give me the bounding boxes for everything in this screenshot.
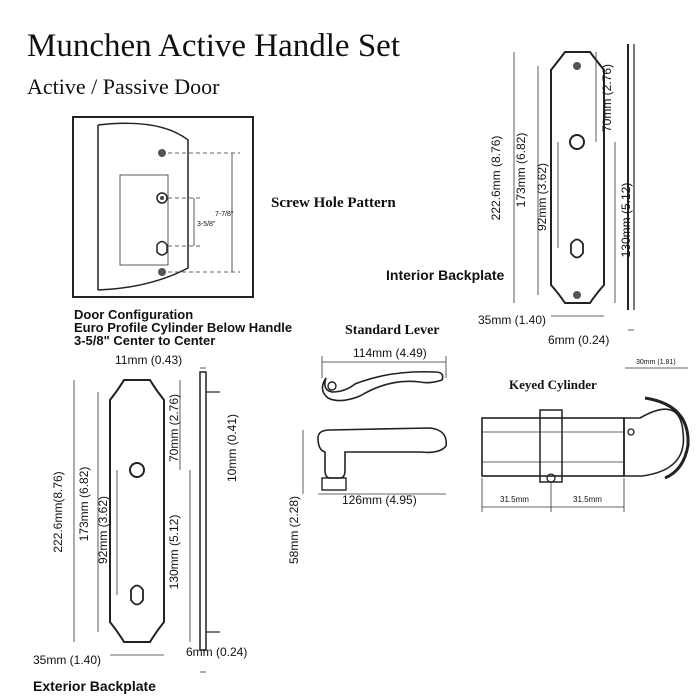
interior-hole-span: 173mm (6.82): [514, 133, 528, 208]
screw-hole-pattern-frame: [72, 116, 254, 298]
lever-top-length: 114mm (4.49): [353, 346, 427, 360]
lever-top-view-hub: [327, 381, 337, 391]
door-cutout-outline: [119, 174, 169, 266]
lever-side-length: 126mm (4.95): [342, 493, 417, 507]
interior-bottom-screw: [573, 291, 581, 299]
exterior-total-height: 222.6mm(8.76): [51, 471, 65, 552]
exterior-top-thickness: 11mm (0.43): [115, 353, 182, 367]
cylinder-left-size: 31.5mm: [500, 495, 529, 504]
thumbturn-edge: [644, 396, 690, 480]
interior-plate-outline: [550, 51, 605, 304]
screw-dim-outer: 7-7/8": [215, 211, 234, 218]
cylinder-right-size: 31.5mm: [573, 495, 602, 504]
keyed-cylinder-drawing: [481, 367, 690, 512]
interior-total-height: 222.6mm (8.76): [489, 136, 503, 221]
cylinder-pin: [627, 428, 635, 436]
door-config-line2: Euro Profile Cylinder Below Handle: [74, 320, 292, 335]
thumbturn: [623, 408, 685, 477]
door-config-line3: 3-5/8" Center to Center: [74, 333, 215, 348]
interior-spindle-hole: [569, 134, 585, 150]
exterior-cylinder-offset: 92mm (3.62): [96, 496, 110, 564]
interior-top-screw: [573, 62, 581, 70]
lower-screw-hole: [158, 268, 166, 276]
exterior-top-to-spindle: 70mm (2.76): [167, 394, 181, 462]
lever-side-view-outline: [317, 427, 447, 479]
exterior-spindle-to-bottom: 130mm (5.12): [167, 515, 181, 590]
page-subtitle: Active / Passive Door: [27, 74, 220, 99]
interior-thickness: 6mm (0.24): [548, 333, 609, 347]
cylinder-cam: [539, 409, 563, 483]
interior-cylinder-offset: 92mm (3.62): [535, 163, 549, 231]
interior-spindle-to-bottom: 130mm (5.12): [619, 183, 633, 258]
exterior-side-tab: 10mm (0.41): [225, 414, 239, 482]
interior-top-to-spindle: 70mm (2.76): [600, 64, 614, 132]
spindle-hole-center: [160, 196, 164, 200]
exterior-spindle-hole: [129, 462, 145, 478]
exterior-cylinder-hole: [130, 584, 144, 606]
upper-screw-hole: [158, 149, 166, 157]
lever-height: 58mm (2.28): [287, 496, 301, 564]
interior-backplate-drawing: [513, 44, 635, 331]
cylinder-body-outline: [481, 417, 625, 477]
standard-lever-drawing: [302, 356, 447, 495]
keyed-cylinder-label: Keyed Cylinder: [509, 377, 597, 392]
lever-top-view-outline: [321, 370, 444, 402]
interior-cylinder-hole: [570, 238, 584, 259]
standard-lever-label: Standard Lever: [345, 323, 440, 338]
door-edge-outline: [97, 122, 189, 291]
spindle-hole: [156, 192, 168, 204]
door-config-line1: Door Configuration: [74, 307, 193, 322]
exterior-side-profile: [199, 371, 207, 651]
interior-backplate-label: Interior Backplate: [386, 267, 504, 283]
exterior-width: 35mm (1.40): [33, 653, 101, 667]
cylinder-hole: [156, 240, 168, 256]
exterior-thickness: 6mm (0.24): [186, 645, 247, 659]
lever-side-rose: [321, 477, 347, 491]
exterior-plate-outline: [109, 379, 165, 643]
screw-dim-inner: 3-5/8": [197, 221, 216, 228]
exterior-backplate-label: Exterior Backplate: [33, 678, 156, 694]
page-title: Munchen Active Handle Set: [27, 28, 400, 64]
exterior-hole-span: 173mm (6.82): [77, 467, 91, 542]
thumbturn-size: 30mm (1.81): [636, 359, 676, 366]
exterior-backplate-drawing: [73, 367, 220, 673]
screw-hole-pattern-label: Screw Hole Pattern: [271, 195, 396, 211]
interior-width: 35mm (1.40): [478, 313, 546, 327]
screw-hole-pattern-drawing: 7-7/8" 3-5/8": [72, 116, 254, 298]
